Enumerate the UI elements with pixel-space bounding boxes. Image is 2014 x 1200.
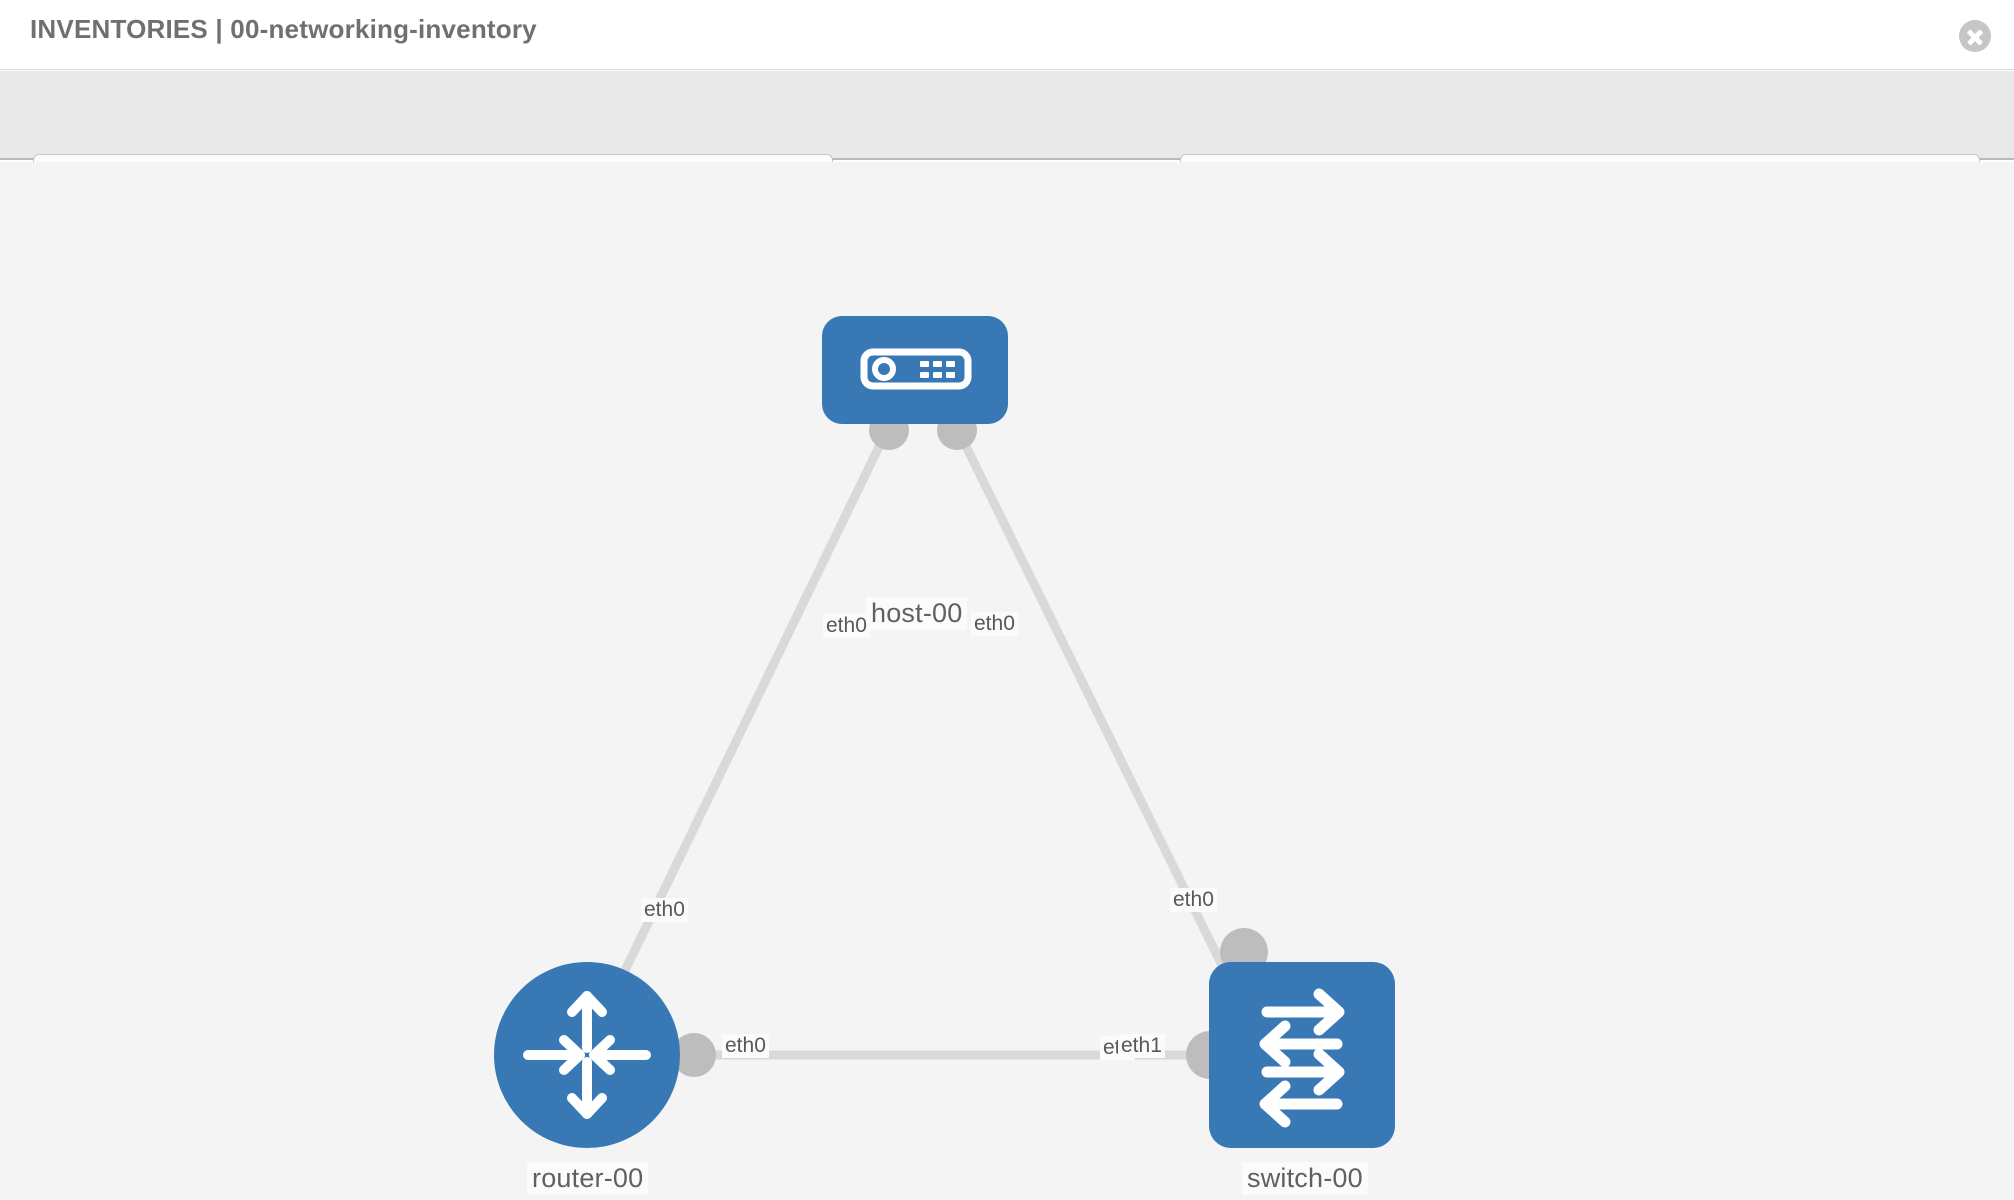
interface-label-host-right: eth0 [971, 612, 1018, 636]
topology-canvas[interactable]: host-00 router-00 switch-00 eth0 eth0 et… [0, 162, 2014, 1200]
toolbar: ACTIONS SEARCH [0, 71, 2014, 207]
interface-label-router-mid: eth0 [722, 1034, 769, 1058]
link-host-router [595, 422, 895, 1024]
node-label-router-00: router-00 [527, 1162, 649, 1195]
server-icon [822, 316, 1008, 424]
interface-label-switch-uplink: eth0 [1170, 888, 1217, 912]
node-switch-00[interactable] [1209, 962, 1395, 1148]
node-label-switch-00: switch-00 [1242, 1162, 1368, 1195]
page-title: INVENTORIES | 00-networking-inventory [30, 14, 537, 44]
close-icon[interactable] [1959, 20, 1991, 52]
interface-label-router-uplink: eth0 [641, 898, 688, 922]
node-router-00[interactable] [494, 962, 680, 1148]
node-host-00[interactable] [822, 316, 1008, 424]
node-label-host-00: host-00 [866, 597, 968, 630]
link-host-switch [950, 422, 1255, 1024]
endpoint-router-mid [672, 1033, 716, 1077]
page-header: INVENTORIES | 00-networking-inventory [0, 0, 2014, 70]
interface-label-switch-mid-b: eth1 [1118, 1034, 1165, 1058]
interface-label-host-left: eth0 [823, 614, 870, 638]
router-arrows-icon [494, 962, 680, 1148]
switch-arrows-icon [1209, 962, 1395, 1148]
